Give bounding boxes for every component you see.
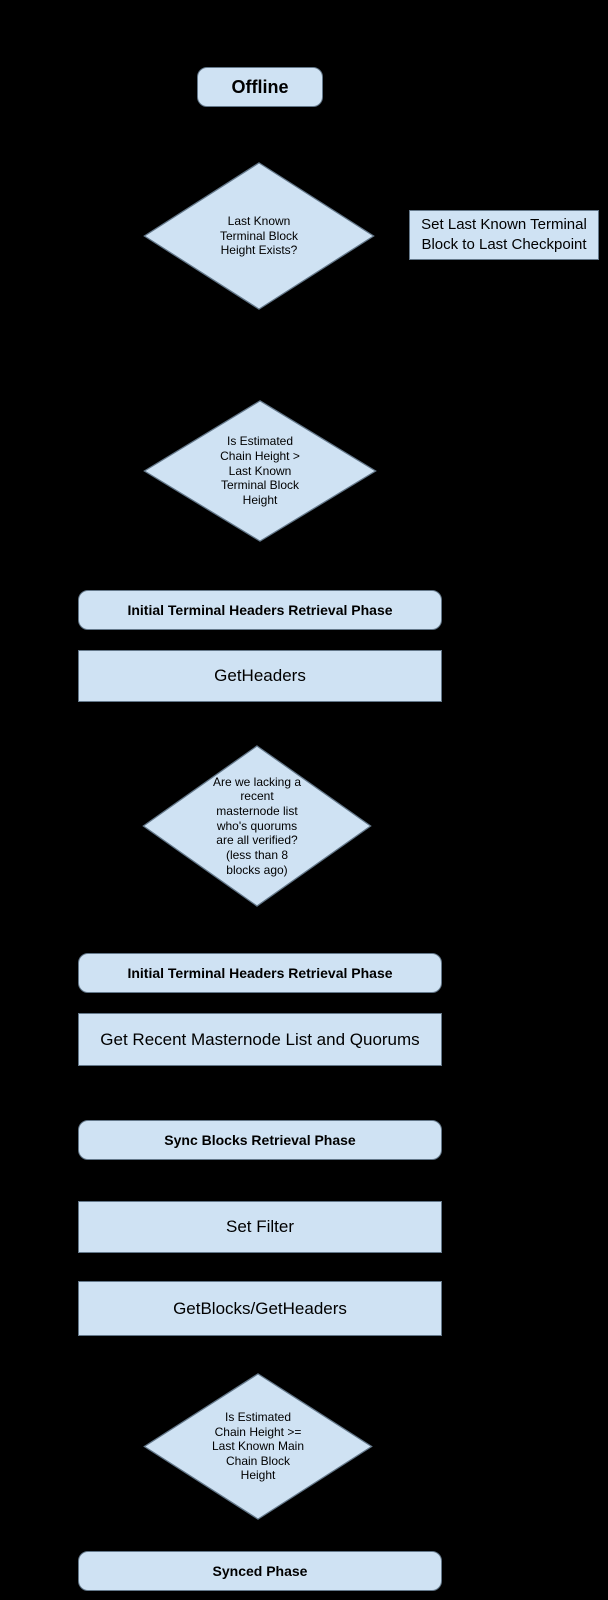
node-set-filter: Set Filter [78, 1201, 442, 1253]
node-set-last-known-terminal-block: Set Last Known Terminal Block to Last Ch… [409, 210, 599, 260]
node-label: Last Known Terminal Block Height Exists? [219, 214, 299, 258]
diamond-shape [142, 745, 372, 907]
node-label: Is Estimated Chain Height >= Last Known … [211, 1409, 305, 1483]
node-label: Set Filter [225, 1217, 295, 1236]
node-phase-initial-terminal-headers-2: Initial Terminal Headers Retrieval Phase [78, 953, 442, 993]
decision-estimated-gt-terminal: Is Estimated Chain Height > Last Known T… [143, 400, 377, 542]
node-offline: Offline [197, 67, 323, 107]
diamond-shape [143, 1373, 373, 1520]
node-label: Initial Terminal Headers Retrieval Phase [127, 965, 393, 981]
diamond-shape [143, 162, 375, 310]
decision-last-known-terminal-exists: Last Known Terminal Block Height Exists? [143, 162, 375, 310]
node-label: Sync Blocks Retrieval Phase [164, 1132, 356, 1148]
node-label: Set Last Known Terminal Block to Last Ch… [421, 215, 587, 253]
diamond-shape [143, 400, 377, 542]
node-label: Get Recent Masternode List and Quorums [100, 1029, 420, 1049]
node-getheaders: GetHeaders [78, 650, 442, 702]
node-get-recent-masternode-list: Get Recent Masternode List and Quorums [78, 1013, 442, 1066]
node-label: Is Estimated Chain Height > Last Known T… [220, 434, 300, 507]
node-label: GetBlocks/GetHeaders [173, 1298, 347, 1318]
decision-lacking-masternode-list: Are we lacking a recent masternode list … [142, 745, 372, 907]
node-phase-synced: Synced Phase [78, 1551, 442, 1591]
node-getblocks-getheaders: GetBlocks/GetHeaders [78, 1281, 442, 1336]
node-label: Offline [231, 76, 289, 97]
node-label: Synced Phase [212, 1563, 308, 1579]
node-phase-initial-terminal-headers-1: Initial Terminal Headers Retrieval Phase [78, 590, 442, 630]
node-label: GetHeaders [214, 666, 306, 685]
node-label: Are we lacking a recent masternode list … [212, 774, 302, 877]
node-phase-sync-blocks: Sync Blocks Retrieval Phase [78, 1120, 442, 1160]
decision-estimated-gte-main: Is Estimated Chain Height >= Last Known … [143, 1373, 373, 1520]
node-label: Initial Terminal Headers Retrieval Phase [127, 602, 393, 618]
